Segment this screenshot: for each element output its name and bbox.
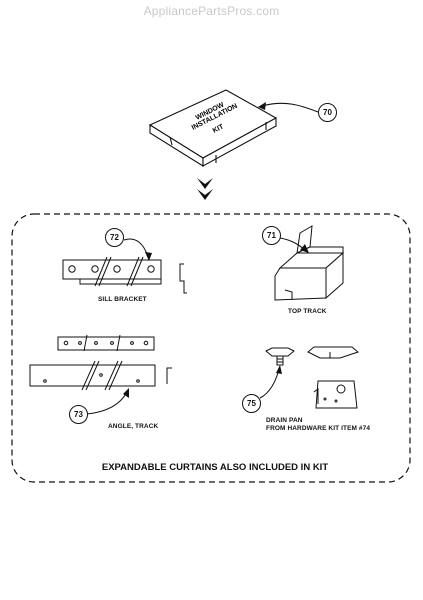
leader-70-arrowhead: [258, 102, 266, 110]
leader-71-arrowhead: [300, 244, 309, 253]
angle-track-label: ANGLE, TRACK: [108, 423, 159, 430]
leader-72-arrowhead: [145, 252, 152, 261]
drain-pan-part: [265, 346, 360, 409]
leader-75-arrowhead: [276, 365, 282, 374]
callout-75: 75: [242, 394, 261, 413]
top-track-label: TOP TRACK: [288, 308, 327, 315]
kit-box-text-3: KIT: [212, 123, 226, 135]
down-arrow: [197, 178, 213, 200]
drain-pan-label: DRAIN PAN: [266, 417, 303, 424]
callout-70: 70: [318, 103, 337, 122]
curtains-note: EXPANDABLE CURTAINS ALSO INCLUDED IN KIT: [101, 462, 329, 473]
leader-73-arrowhead: [123, 388, 129, 398]
drain-pan-source-label: FROM HARDWARE KIT ITEM #74: [266, 425, 371, 432]
leader-75: [259, 368, 280, 399]
sill-bracket-part: [62, 256, 187, 294]
leader-72: [123, 238, 149, 258]
callout-71: 71: [262, 226, 281, 245]
angle-track-part: [29, 360, 172, 391]
watermark: AppliancePartsPros.com: [143, 4, 280, 18]
callout-72: 72: [105, 228, 124, 247]
sill-bracket-label: SILL BRACKET: [98, 296, 147, 303]
angle-track-strip: [57, 334, 155, 352]
callout-73: 73: [69, 405, 88, 424]
leader-70: [261, 102, 319, 113]
installation-kit-box: [148, 89, 278, 167]
kit-contents-frame: [11, 213, 411, 483]
leader-73: [86, 391, 128, 415]
top-track-part: [274, 225, 345, 301]
